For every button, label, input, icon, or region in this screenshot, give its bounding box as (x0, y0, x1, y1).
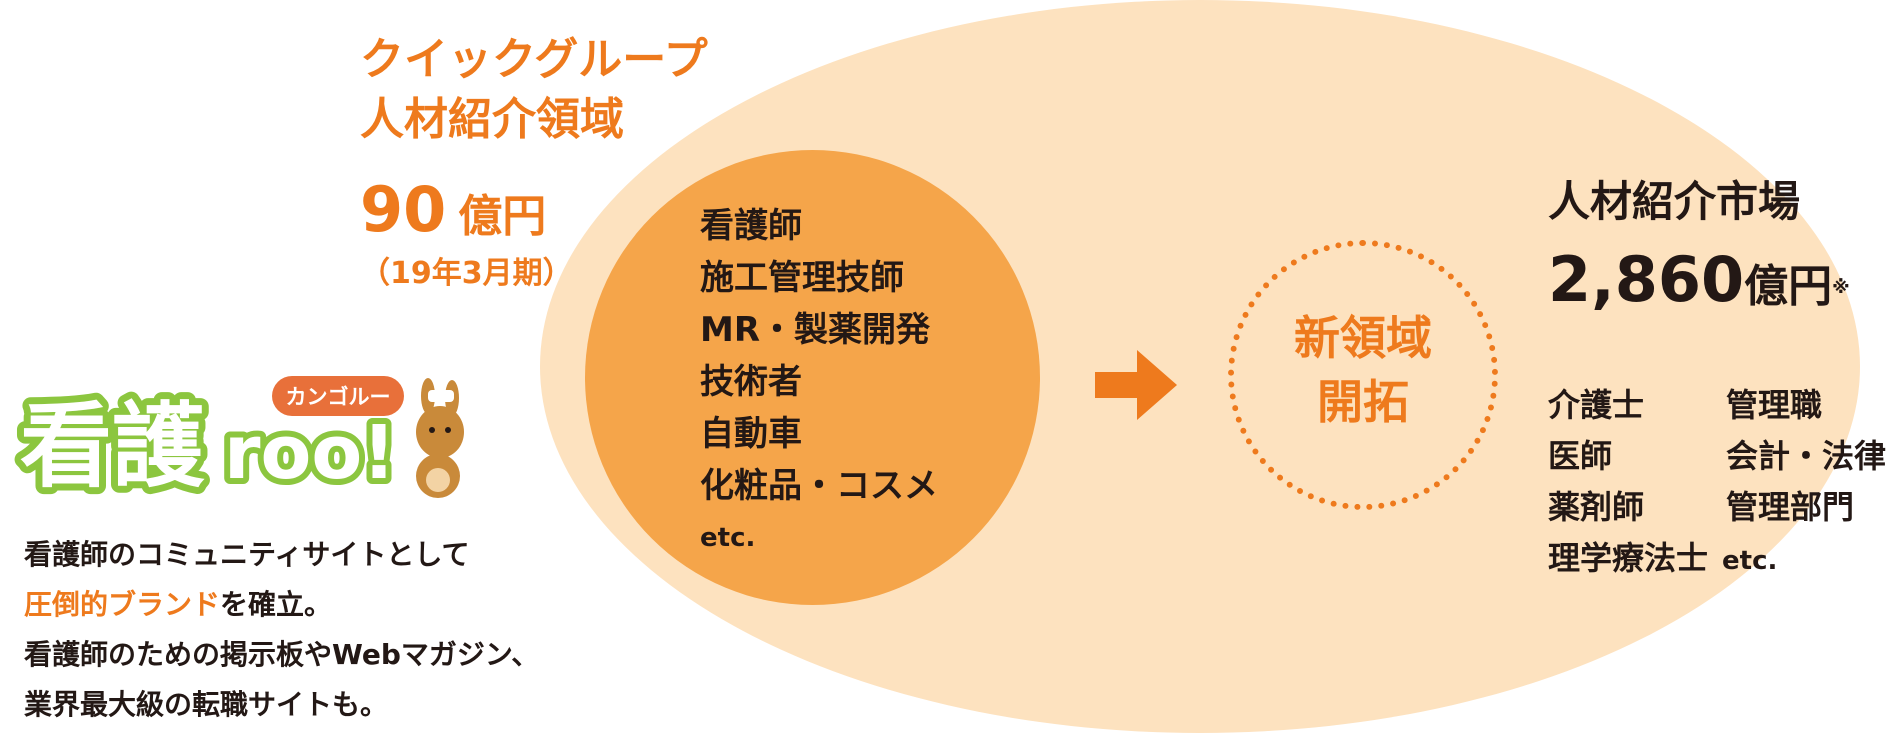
group-title-line2: 人材紹介領域 (360, 94, 624, 145)
market-title: 人材紹介市場 (1548, 177, 1801, 226)
market-amount-value: 2,860 (1548, 243, 1745, 316)
market-item: 薬剤師 (1548, 488, 1645, 526)
list-item: MR・製薬開発 (700, 310, 931, 350)
description-line1: 看護師のコミュニティサイトとして (24, 538, 470, 571)
group-period: （19年3月期） (360, 256, 573, 291)
kango-roo-logo: 看護 roo! カンゴルー (13, 376, 464, 505)
group-amount-value: 90 (360, 173, 447, 246)
right-arrow-icon (1095, 350, 1177, 420)
logo-badge: カンゴルー (286, 385, 391, 409)
kangaroo-icon (416, 378, 464, 498)
group-title-line1: クイックグループ (360, 34, 708, 85)
market-item: 会計・法律 (1726, 437, 1887, 475)
description-line2: 圧倒的ブランドを確立。 (24, 580, 539, 630)
list-item: 施工管理技師 (700, 258, 904, 298)
list-item: 化粧品・コスメ (700, 466, 938, 506)
market-list: 介護士 管理職 医師 会計・法律 薬剤師 管理部門 理学療法士 etc. (1548, 380, 1886, 587)
market-item: 管理職 (1726, 386, 1823, 424)
note-mark: ※ (1832, 277, 1850, 298)
description-highlight: 圧倒的ブランド (24, 588, 221, 621)
new-area-label: 新領域 開拓 (1228, 306, 1498, 434)
market-etc: etc. (1722, 546, 1778, 576)
market-item: 医師 (1548, 437, 1613, 475)
market-item: 介護士 (1548, 386, 1645, 424)
market-item: 理学療法士 (1548, 539, 1709, 577)
group-amount-unit: 億円 (458, 191, 547, 242)
market-item-last: 理学療法士 etc. (1548, 533, 1886, 587)
market-amount-unit: 億円 (1744, 261, 1833, 312)
group-domain-list: 看護師 施工管理技師 MR・製薬開発 技術者 自動車 化粧品・コスメ etc. (700, 200, 938, 564)
description-line4: 業界最大級の転職サイトも。 (24, 688, 389, 721)
description-line2-rest: を確立。 (220, 588, 333, 621)
group-title: クイックグループ 人材紹介領域 (360, 30, 708, 150)
new-area-circle (1228, 240, 1498, 510)
list-item: 技術者 (700, 362, 802, 402)
logo-badge-shape (272, 376, 404, 416)
group-domain-circle (585, 150, 1040, 605)
description: 看護師のコミュニティサイトとして 圧倒的ブランドを確立。 看護師のための掲示板や… (24, 530, 539, 730)
new-area-line2: 開拓 (1317, 375, 1409, 429)
list-item: 自動車 (700, 414, 802, 454)
list-item: 看護師 (700, 206, 802, 246)
market-amount: 2,860億円※ (1548, 240, 1850, 336)
list-item-etc: etc. (700, 523, 756, 553)
logo-suffix: roo! (224, 410, 396, 496)
logo-main: 看護 (20, 393, 205, 500)
market-item: 管理部門 (1726, 488, 1855, 526)
new-area-line1: 新領域 (1294, 311, 1432, 365)
description-line3: 看護師のための掲示板やWebマガジン、 (24, 638, 540, 671)
